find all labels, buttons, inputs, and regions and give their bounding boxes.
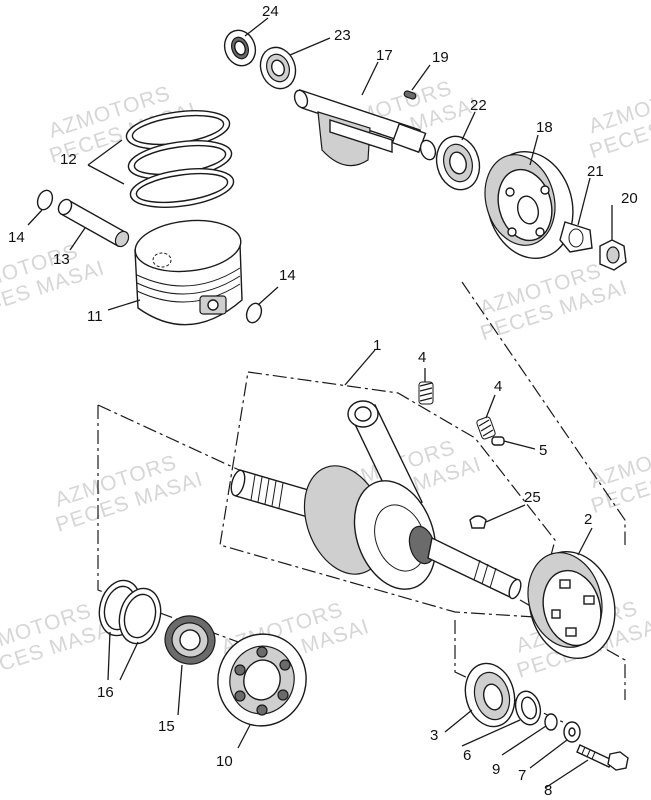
leader-lines [27,17,613,789]
label-part-18: 18 [536,119,553,136]
right-axis-frame [461,281,626,545]
label-part-17: 17 [376,47,393,64]
part-4-spring-lower [476,416,496,440]
part-16-snap-rings [98,579,162,645]
right-lower-axis [519,599,626,700]
label-part-9: 9 [492,761,500,778]
label-part-15: 15 [158,718,175,735]
part-11-piston [134,219,243,326]
label-part-16: 16 [97,684,114,701]
part-23-bearing [259,46,297,90]
part-6-washer [514,690,542,726]
part-8-bolt [576,744,629,771]
part-14-circlip-left [36,189,54,211]
label-part-5: 5 [539,442,547,459]
label-part-19: 19 [432,49,449,66]
left-axis-line [97,404,251,476]
part-13-piston-pin [57,198,130,248]
label-part-7: 7 [518,767,526,784]
label-part-6: 6 [463,747,471,764]
part-18-balancer-gear [484,151,574,259]
part-21-lock-washer [559,221,593,253]
label-part-13: 13 [53,251,70,268]
part-5-pin [491,436,505,446]
part-20-nut [599,239,627,271]
label-part-14-left: 14 [8,229,25,246]
label-part-4-lower: 4 [494,378,502,395]
part-14-circlip-right [245,302,263,324]
part-17-balancer-shaft [293,88,437,167]
part-7-washer [563,721,581,743]
label-part-4-upper: 4 [418,349,426,366]
part-9-washer [544,713,558,731]
part-10-main-bearing [217,633,307,727]
label-part-25: 25 [524,489,541,506]
label-part-23: 23 [334,27,351,44]
label-part-12: 12 [60,151,77,168]
part-2-crank-gear [527,551,616,659]
label-part-8: 8 [544,782,552,799]
label-part-21: 21 [587,163,604,180]
part-1-crankshaft [230,400,522,600]
part-number-labels: 24 23 17 19 22 18 21 20 12 14 13 11 14 1… [8,3,638,799]
label-part-3: 3 [430,727,438,744]
left-axis-frame [97,405,301,666]
label-part-10: 10 [216,753,233,770]
label-part-20: 20 [621,190,638,207]
label-part-1: 1 [373,337,381,354]
part-19-key [403,90,417,100]
label-part-22: 22 [470,97,487,114]
label-part-14-right: 14 [279,267,296,284]
label-part-2: 2 [584,511,592,528]
label-part-11: 11 [87,308,103,325]
label-part-24: 24 [262,3,279,20]
part-25-key [469,515,487,529]
part-15-oil-seal [164,615,216,665]
part-12-piston-rings [125,110,235,208]
part-4-spring-upper [418,381,434,405]
part-3-thrust-plate [464,662,516,728]
part-24-oil-seal [223,29,257,67]
part-22-bearing [435,135,481,191]
